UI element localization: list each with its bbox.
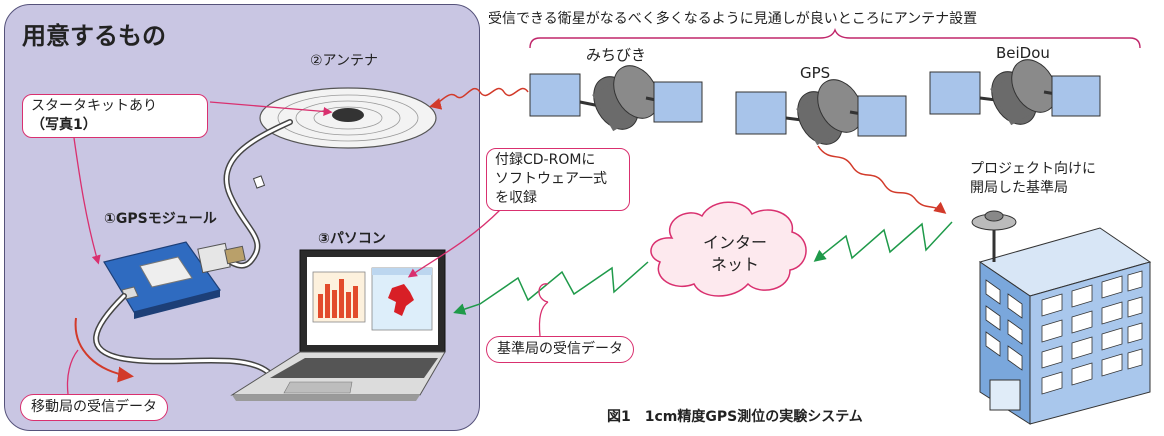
internet-line1: インター (702, 233, 767, 252)
signal-to-antenna (429, 87, 529, 110)
satellite-gps (735, 79, 907, 146)
starter-kit-callout: スタータキットあり （写真1） (22, 94, 208, 138)
cdrom-callout: 付録CD-ROMに ソフトウェア一式 を収録 (486, 148, 630, 211)
pc-label: ③パソコン (318, 231, 386, 247)
antenna-disc (259, 87, 437, 149)
base-station-line1: プロジェクト向けに (970, 161, 1096, 177)
internet-label: インター ネット (690, 232, 780, 276)
internet-line2: ネット (710, 255, 759, 274)
satellite-beidou (929, 59, 1101, 126)
starter-kit-line1: スタータキットあり (31, 98, 157, 114)
rover-data-arrow (74, 317, 134, 383)
base-station-line2: 開局した基準局 (970, 180, 1068, 196)
figure-caption: 図1 1cm精度GPS測位の実験システム (607, 409, 863, 425)
antenna-label: ②アンテナ (310, 53, 378, 69)
internet-cloud (650, 201, 807, 297)
top-note: 受信できる衛星がなるべく多くなるように見通しが良いところにアンテナ設置 (488, 11, 978, 27)
satellite-label-gps: GPS (800, 64, 831, 82)
cdrom-line1: 付録CD-ROMに (495, 152, 596, 168)
rover-data-callout: 移動局の受信データ (20, 394, 168, 421)
satellite-brace (529, 28, 1141, 49)
starter-kit-line2: （写真1） (31, 117, 97, 133)
panel-title: 用意するもの (22, 22, 166, 50)
base-to-internet-link (813, 221, 953, 262)
cdrom-line3: を収録 (495, 190, 537, 206)
cdrom-line2: ソフトウェア一式 (495, 171, 607, 187)
signal-to-base (817, 145, 947, 214)
base-station-building (971, 210, 1152, 425)
base-station-label: プロジェクト向けに 開局した基準局 (970, 160, 1096, 198)
satellite-michibiki (529, 65, 703, 132)
gps-module-board (103, 241, 246, 319)
satellite-label-beidou: BeiDou (996, 44, 1050, 62)
satellite-label-michibiki: みちびき (586, 46, 647, 64)
base-data-callout: 基準局の受信データ (486, 336, 634, 363)
gps-module-label: ①GPSモジュール (104, 211, 217, 227)
internet-to-pc-link (453, 261, 649, 315)
laptop (230, 249, 446, 401)
